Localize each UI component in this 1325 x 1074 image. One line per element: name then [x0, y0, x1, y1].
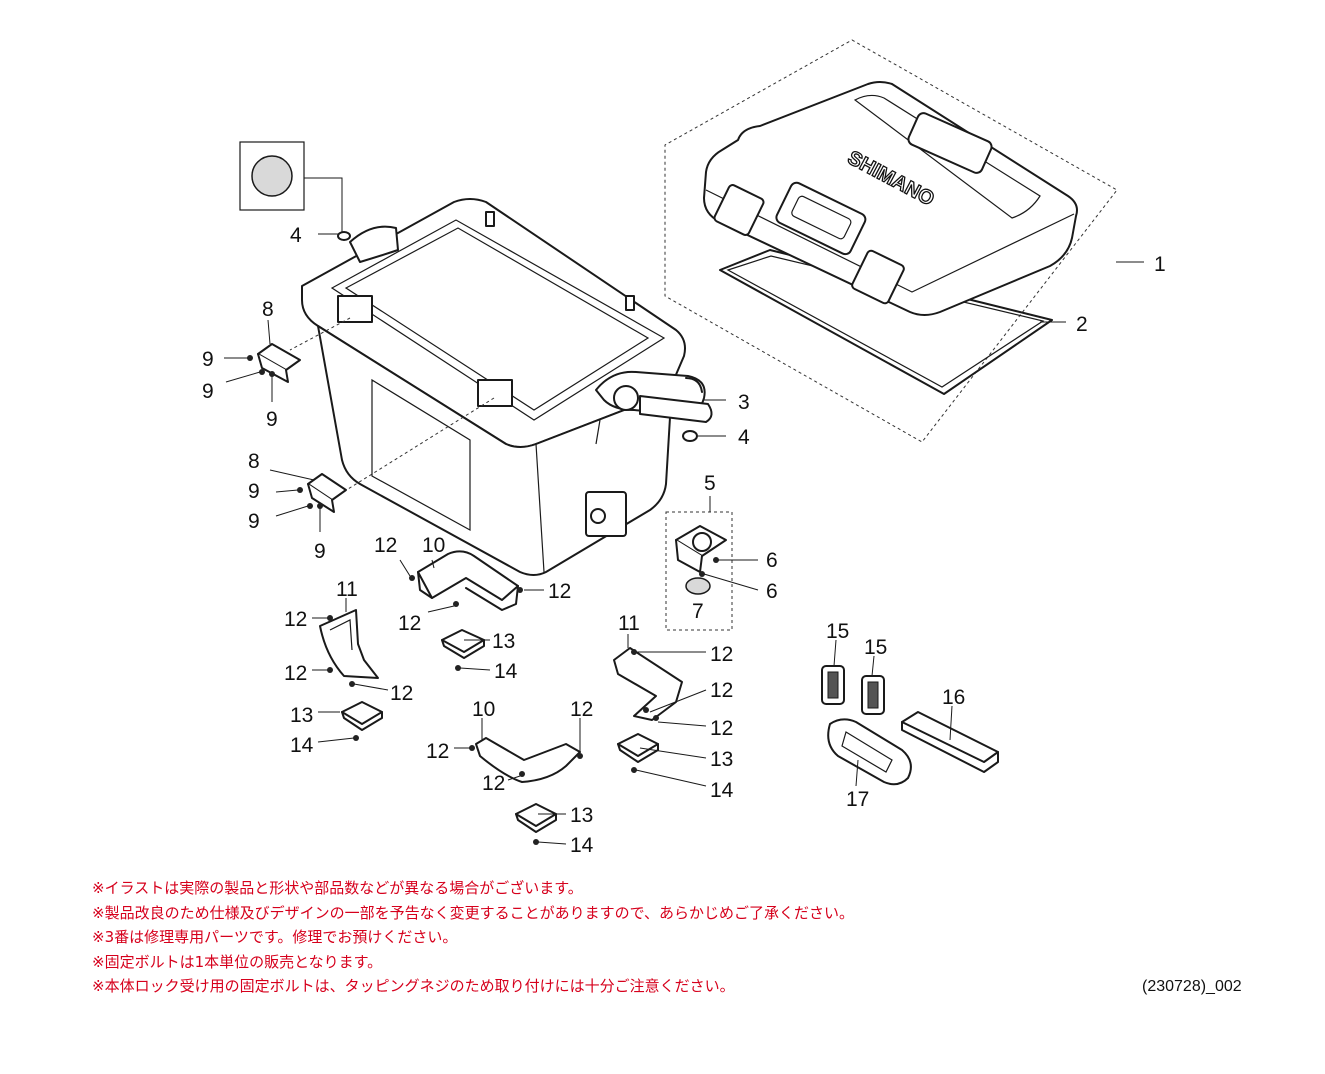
rubber-feet: [341, 629, 659, 845]
label-part-13: 13: [290, 704, 313, 727]
label-part-6: 6: [766, 549, 778, 572]
label-part-14: 14: [290, 734, 314, 757]
lock-bracket-lower: [297, 473, 347, 513]
lid-body: [703, 81, 1078, 316]
label-part-12: 12: [284, 608, 307, 631]
label-part-9: 9: [202, 348, 214, 371]
corner-guard-11-right: [613, 647, 683, 721]
note-item: ※イラストは実際の製品と形状や部品数などが異なる場合がございます。: [92, 879, 583, 897]
label-part-16: 16: [942, 686, 965, 709]
label-part-13: 13: [492, 630, 515, 653]
corner-guard-10-bottom: [469, 737, 583, 783]
label-part-15: 15: [826, 620, 849, 643]
note-item: ※製品改良のため仕様及びデザインの一部を予告なく変更することがありますので、あら…: [92, 903, 854, 922]
label-part-12: 12: [284, 662, 307, 685]
label-part-17: 17: [846, 788, 869, 811]
label-part-12: 12: [548, 580, 571, 603]
side-handle: [595, 370, 713, 423]
label-part-4: 4: [738, 426, 750, 449]
drain-plug-housing: [585, 491, 627, 537]
leader-lines: [224, 233, 1144, 845]
lock-bracket-upper: [247, 343, 301, 383]
label-part-6: 6: [766, 580, 778, 603]
cap-part-7: [685, 577, 711, 595]
label-part-14: 14: [710, 779, 734, 802]
corner-guard-10-top: [409, 550, 523, 611]
buckle-parts-15: [821, 665, 885, 715]
label-part-9: 9: [248, 480, 260, 503]
valve-part-4: [337, 231, 351, 241]
valve-sticker: [239, 141, 698, 442]
cooler-body: [289, 198, 686, 576]
label-part-5: 5: [704, 472, 716, 495]
label-part-12: 12: [710, 717, 733, 740]
part-number-labels: 1 2 3 4 4 5 6 6 7 8 8 9 9 9 9 9 9 10 10 …: [202, 224, 1166, 857]
label-part-2: 2: [1076, 313, 1088, 336]
label-part-9: 9: [202, 380, 214, 403]
label-part-12: 12: [398, 612, 421, 635]
label-part-13: 13: [570, 804, 593, 827]
label-part-9: 9: [266, 408, 278, 431]
lid-rear-latch: [907, 112, 993, 174]
label-part-9: 9: [314, 540, 326, 563]
lock-receiver-group: [665, 511, 733, 631]
label-part-12: 12: [482, 772, 505, 795]
label-part-7: 7: [692, 600, 704, 623]
label-part-14: 14: [570, 834, 594, 857]
label-part-11: 11: [336, 578, 358, 601]
label-part-3: 3: [738, 391, 750, 414]
label-part-12: 12: [570, 698, 593, 721]
label-part-10: 10: [422, 534, 445, 557]
label-part-15: 15: [864, 636, 887, 659]
cooler-walls: [317, 325, 673, 576]
note-item: ※本体ロック受け用の固定ボルトは、タッピングネジのため取り付けには十分ご注意くだ…: [92, 977, 735, 995]
label-part-8: 8: [248, 450, 260, 473]
drain-plug: [590, 508, 606, 524]
label-part-13: 13: [710, 748, 733, 771]
label-part-12: 12: [710, 643, 733, 666]
label-part-12: 12: [374, 534, 397, 557]
corner-guard-11-left: [319, 609, 379, 687]
label-part-8: 8: [262, 298, 274, 321]
shoulder-belt-16: [901, 711, 999, 773]
label-part-9: 9: [248, 510, 260, 533]
label-part-4: 4: [290, 224, 302, 247]
shoulder-pad-17: [827, 718, 912, 786]
label-part-10: 10: [472, 698, 495, 721]
label-part-11: 11: [618, 612, 640, 635]
valve-part-4b: [682, 430, 698, 442]
document-code: (230728)_002: [1142, 978, 1242, 995]
note-item: ※固定ボルトは1本単位の販売となります。: [92, 952, 383, 971]
label-part-12: 12: [426, 740, 449, 763]
label-part-12: 12: [710, 679, 733, 702]
disclaimer-notes: ※イラストは実際の製品と形状や部品数などが異なる場合がございます。 ※製品改良の…: [92, 876, 854, 999]
label-part-14: 14: [494, 660, 518, 683]
label-part-12: 12: [390, 682, 413, 705]
lid-gasket: [719, 249, 1053, 395]
note-item: ※3番は修理専用パーツです。修理でお預けください。: [92, 928, 458, 946]
lid-dashed-outline: [664, 39, 1118, 443]
lid-assembly: SHIMANO: [664, 39, 1118, 443]
label-part-1: 1: [1154, 253, 1166, 276]
lid-front-latch: [775, 181, 867, 256]
